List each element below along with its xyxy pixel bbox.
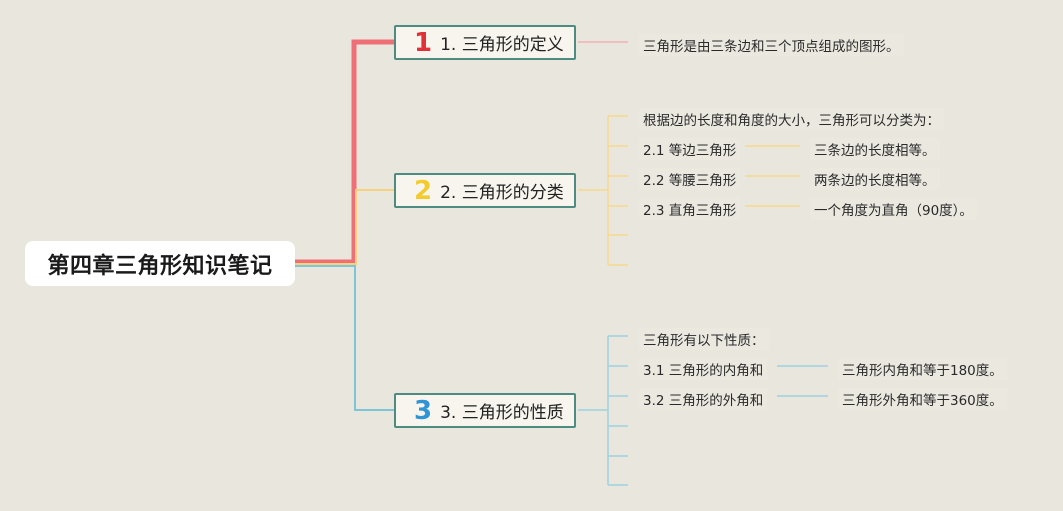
connector-root-branch2 (295, 189, 395, 265)
classification-item-desc[interactable]: 三条边的长度相等。 (810, 138, 940, 160)
classification-item-desc[interactable]: 一个角度为直角（90度）。 (810, 198, 977, 220)
connector-root-branch1 (295, 39, 395, 265)
number-one-icon: 1 (414, 27, 433, 58)
branch-label-definition: 1. 三角形的定义 (440, 35, 564, 55)
connector-root-branch3 (295, 265, 395, 411)
classification-item-desc[interactable]: 两条边的长度相等。 (810, 168, 940, 190)
connector-branch3-subtree (578, 335, 828, 486)
number-two-icon: 2 (414, 175, 433, 206)
connector-branch2-subtree (578, 115, 800, 266)
definition-text[interactable]: 三角形是由三条边和三个顶点组成的图形。 (639, 34, 904, 56)
classification-intro[interactable]: 根据边的长度和角度的大小，三角形可以分类为： (639, 108, 944, 130)
properties-item-desc[interactable]: 三角形外角和等于360度。 (838, 388, 1007, 410)
properties-item-desc[interactable]: 三角形内角和等于180度。 (838, 358, 1007, 380)
properties-item-name[interactable]: 3.2 三角形的外角和 (639, 388, 768, 410)
classification-item-name[interactable]: 2.2 等腰三角形 (639, 168, 741, 190)
properties-intro[interactable]: 三角形有以下性质： (639, 328, 769, 350)
branch-label-classification: 2. 三角形的分类 (440, 183, 564, 203)
classification-item-name[interactable]: 2.3 直角三角形 (639, 198, 741, 220)
branch-node-properties[interactable]: 3 3. 三角形的性质 (394, 393, 576, 428)
branch-node-definition[interactable]: 1 1. 三角形的定义 (394, 25, 576, 60)
root-node-title[interactable]: 第四章三角形知识笔记 (25, 241, 295, 286)
properties-item-name[interactable]: 3.1 三角形的内角和 (639, 358, 768, 380)
number-three-icon: 3 (414, 395, 433, 426)
branch-label-properties: 3. 三角形的性质 (440, 403, 564, 423)
branch-node-classification[interactable]: 2 2. 三角形的分类 (394, 173, 576, 208)
classification-item-name[interactable]: 2.1 等边三角形 (639, 138, 741, 160)
